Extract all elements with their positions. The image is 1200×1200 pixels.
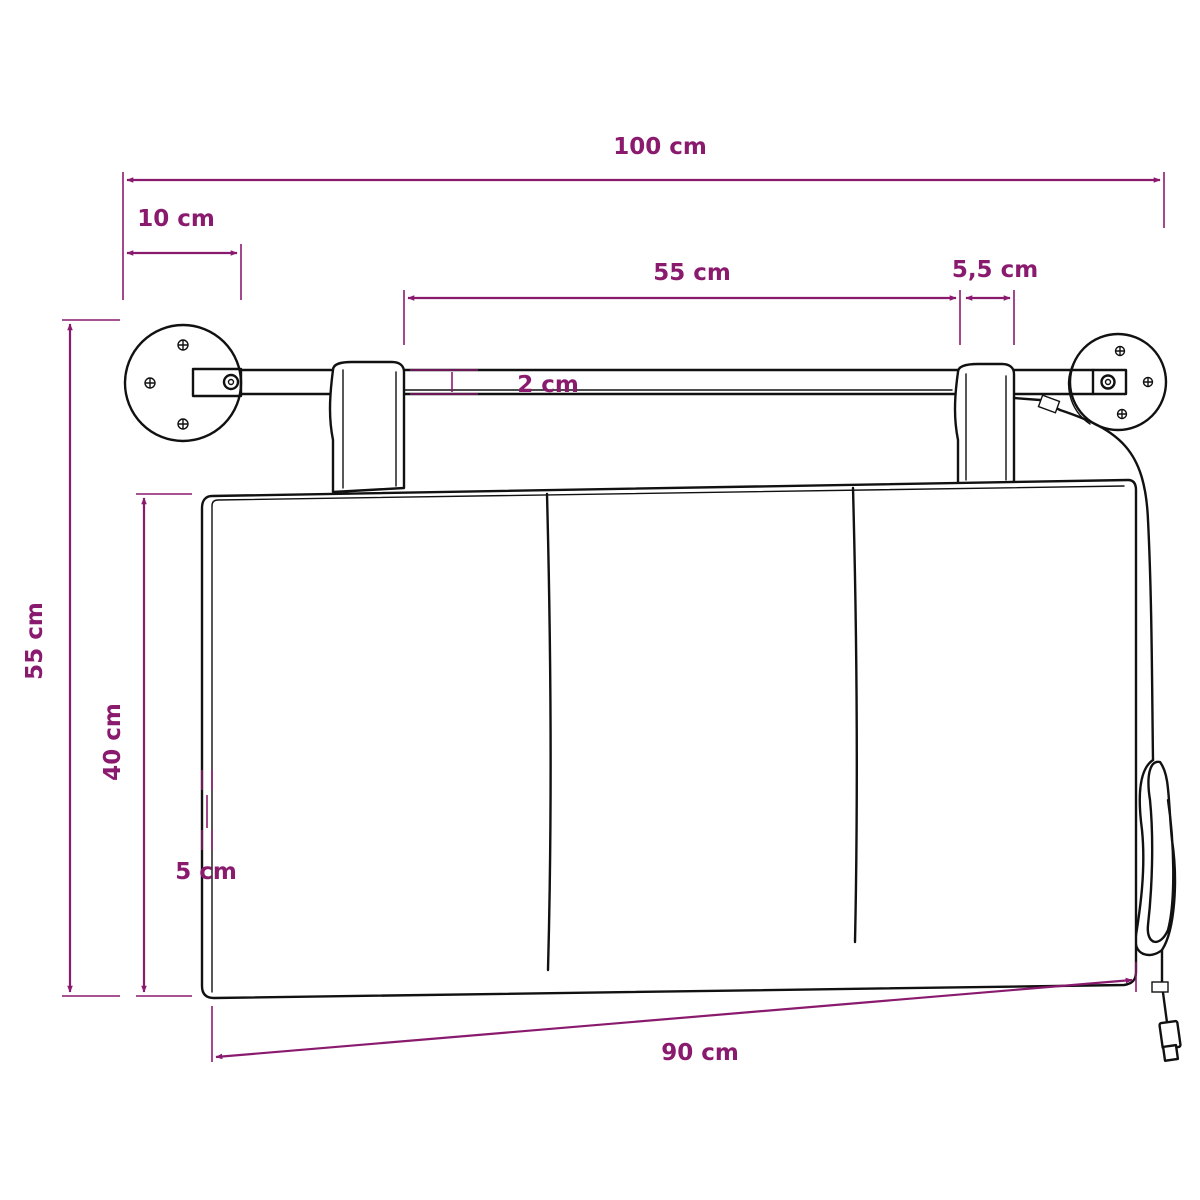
rod-diameter-label: 2 cm [517, 372, 579, 398]
strap-width-label: 5,5 cm [952, 257, 1038, 283]
total-height-label: 55 cm [22, 602, 48, 680]
dimension-bracket-offset: 10 cm [126, 206, 242, 300]
screw-icon [1142, 376, 1154, 388]
screw-icon [177, 339, 189, 351]
screw-icon [1114, 345, 1126, 357]
usb-plug-icon [1158, 1019, 1182, 1062]
headboard-panel [200, 478, 1138, 1000]
right-strap [953, 362, 1016, 486]
dimension-panel-thickness: 5 cm [175, 770, 237, 885]
bracket-offset-label: 10 cm [137, 206, 215, 232]
panel-thickness-label: 5 cm [175, 859, 237, 885]
dimension-panel-height: 40 cm [100, 493, 192, 997]
dimension-annotations: 100 cm 10 cm 55 cm 5,5 cm 2 cm [22, 134, 1165, 1066]
dimension-total-height: 55 cm [22, 319, 120, 997]
dimension-panel-width: 90 cm [211, 962, 1137, 1066]
screw-icon [144, 377, 156, 389]
dimension-rod-diameter: 2 cm [410, 369, 579, 398]
dimension-total-width: 100 cm [122, 134, 1165, 300]
dimension-strap-width: 5,5 cm [952, 257, 1038, 345]
dimension-strap-spacing: 55 cm [403, 260, 961, 345]
panel-height-label: 40 cm [100, 703, 126, 781]
right-wall-bracket [1067, 332, 1168, 432]
screw-icon [177, 418, 189, 430]
panel-width-label: 90 cm [661, 1040, 739, 1066]
usb-cable [1012, 394, 1182, 1062]
left-wall-bracket [123, 323, 243, 443]
left-strap [328, 360, 406, 494]
screw-icon [1116, 408, 1128, 420]
headboard-drawing [123, 323, 1182, 1062]
strap-spacing-label: 55 cm [653, 260, 731, 286]
total-width-label: 100 cm [613, 134, 707, 160]
